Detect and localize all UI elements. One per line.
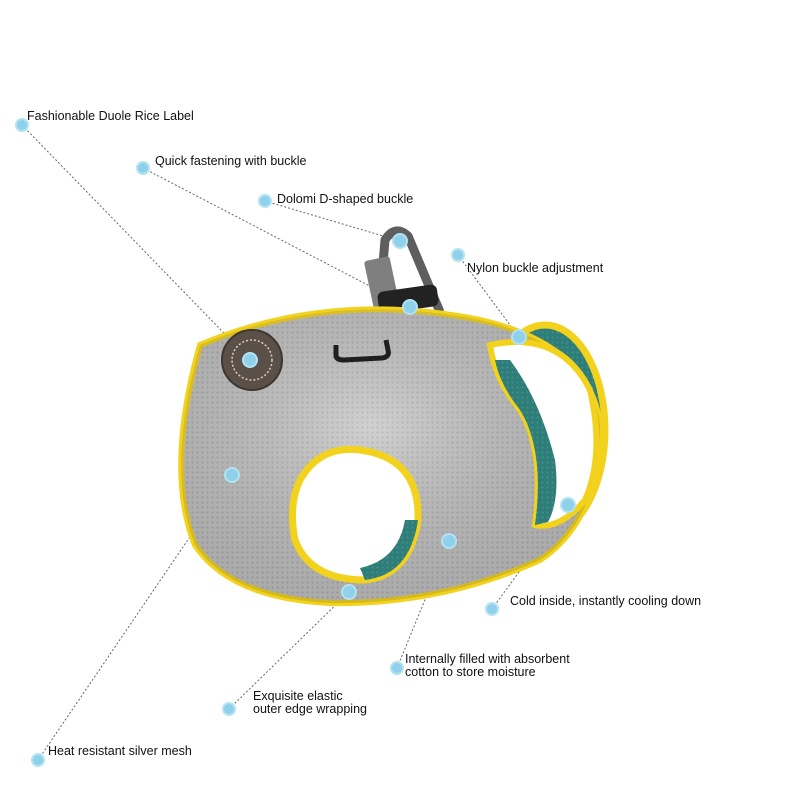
callout-edge: Exquisite elastic outer edge wrapping <box>253 690 367 716</box>
callout-edge-line2: outer edge wrapping <box>253 702 367 716</box>
collar-d-ring <box>333 339 391 363</box>
marker-icon <box>242 352 258 368</box>
leader-nylon <box>457 254 520 338</box>
callout-d-buckle: Dolomi D-shaped buckle <box>277 193 413 206</box>
marker-icon <box>485 602 499 616</box>
harness-vest <box>178 226 609 607</box>
marker-icon <box>441 533 457 549</box>
callout-mesh-text: Heat resistant silver mesh <box>48 744 192 758</box>
marker-icon <box>511 329 527 345</box>
callout-edge-line1: Exquisite elastic <box>253 689 343 703</box>
leader-d-buckle <box>264 200 401 242</box>
marker-icon <box>222 702 236 716</box>
callout-cooling: Cold inside, instantly cooling down <box>510 595 701 608</box>
marker-icon <box>136 161 150 175</box>
callout-label-text: Fashionable Duole Rice Label <box>27 109 194 123</box>
marker-icon <box>451 248 465 262</box>
strap-buckle <box>377 284 439 314</box>
marker-icon <box>258 194 272 208</box>
marker-icon <box>224 467 240 483</box>
callout-filling: Internally filled with absorbent cotton … <box>405 653 570 679</box>
callout-quick-buckle: Quick fastening with buckle <box>155 155 306 168</box>
callout-d-buckle-text: Dolomi D-shaped buckle <box>277 192 414 206</box>
callout-nylon-text: Nylon buckle adjustment <box>467 261 604 275</box>
callout-cooling-text: Cold inside, instantly cooling down <box>510 594 702 608</box>
callout-mesh: Heat resistant silver mesh <box>48 745 192 758</box>
marker-icon <box>560 497 576 513</box>
marker-icon <box>341 584 357 600</box>
callout-nylon: Nylon buckle adjustment <box>467 262 603 275</box>
callout-filling-line1: Internally filled with absorbent <box>405 652 570 666</box>
marker-icon <box>390 661 404 675</box>
marker-icon <box>402 299 418 315</box>
leader-filling <box>396 540 450 669</box>
d-buckle-handle <box>375 226 445 314</box>
callout-filling-line2: cotton to store moisture <box>405 665 536 679</box>
marker-icon <box>392 233 408 249</box>
leader-mesh <box>37 474 233 761</box>
marker-icon <box>31 753 45 767</box>
callout-label: Fashionable Duole Rice Label <box>27 110 194 123</box>
callout-quick-buckle-text: Quick fastening with buckle <box>155 154 307 168</box>
markers <box>15 118 576 767</box>
marker-icon <box>15 118 29 132</box>
leader-label <box>21 124 251 361</box>
